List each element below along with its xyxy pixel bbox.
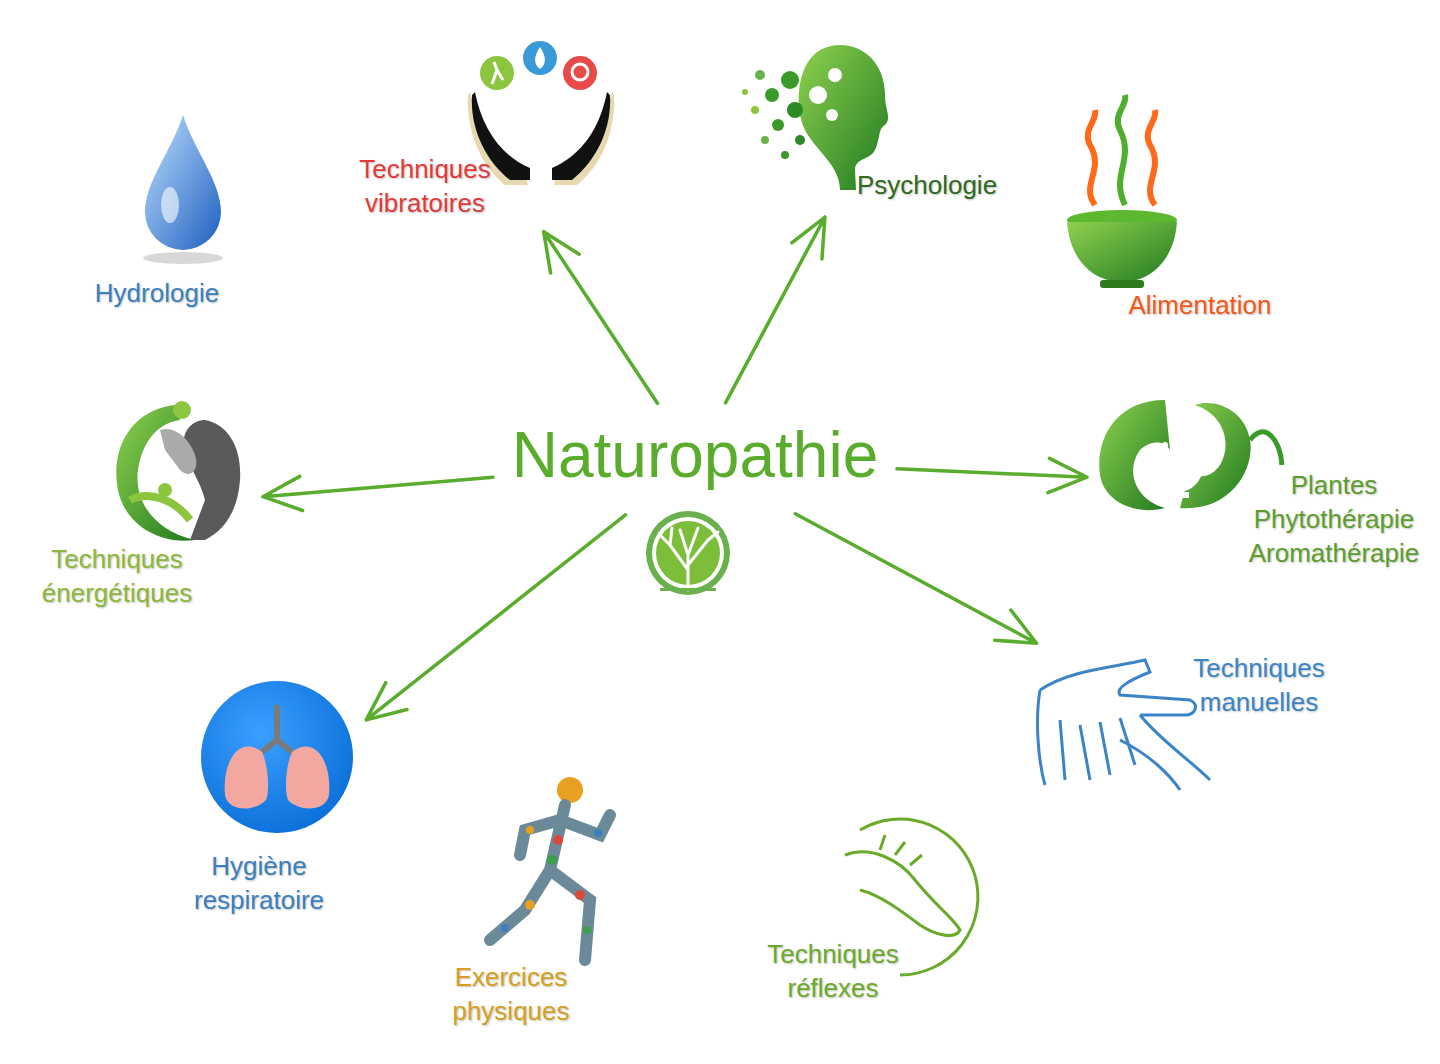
arrow-connector [263,476,493,510]
energy-hand-icon [116,401,240,541]
arrow-connector [366,515,625,720]
leaf-mortar-icon [1099,400,1282,510]
topic-node: Techniques vibratoires [341,40,615,225]
topic-node: Naturopathie [501,410,889,510]
topic-node: Techniques énergétiques [28,400,255,614]
topic-label: Techniques réflexes [758,937,908,1005]
arrow-connector [897,458,1087,492]
topic-node: Hygiène respiratoire [175,675,360,921]
runner-icon [490,777,610,960]
topic-label: Psychologie [842,168,1012,202]
water-drop-icon [143,115,223,264]
arrow-connector [544,232,658,404]
topic-label: Hydrologie [82,276,232,310]
bowl-icon [1067,95,1177,288]
head-icon [742,45,888,190]
topic-label: Alimentation [1113,288,1288,322]
arrow-connector [795,514,1036,643]
topic-node: Plantes Phytothérapie Aromathérapie [1095,395,1435,575]
topic-label: Plantes Phytothérapie Aromathérapie [1242,468,1427,570]
hands-outline-icon [1038,660,1210,790]
arrow-connector [726,217,825,403]
topic-node: Techniques réflexes [754,815,985,1009]
topic-node: Hydrologie [78,110,236,315]
topic-label: Techniques vibratoires [345,152,505,220]
topic-node: Psychologie [735,35,1016,210]
topic-label: Exercices physiques [436,960,586,1028]
topic-label: Techniques manuelles [1184,651,1334,719]
topic-label: Techniques énergétiques [32,542,202,610]
topic-node: Alimentation [1060,100,1292,326]
main-title: Naturopathie [505,415,885,495]
tree-icon [646,511,730,595]
lungs-icon [201,681,353,833]
topic-node: Techniques manuelles [1025,647,1338,795]
topic-node: Exercices physiques [432,770,635,1032]
topic-label: Hygiène respiratoire [179,849,339,917]
